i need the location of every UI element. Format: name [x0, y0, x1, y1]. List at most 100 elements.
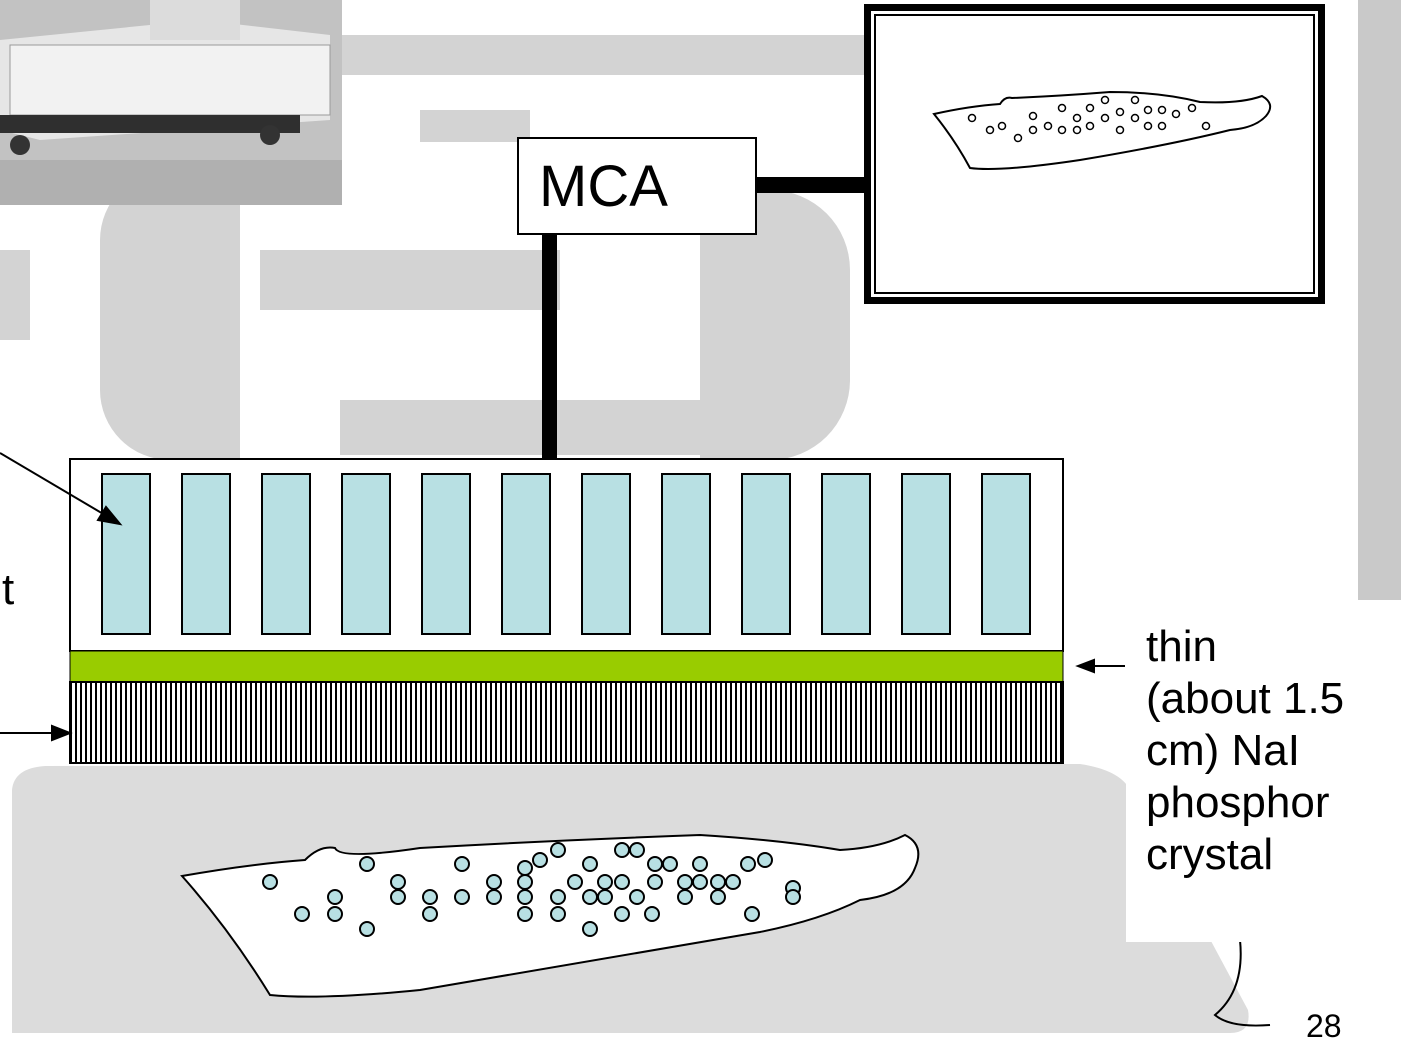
image-dot	[1157, 121, 1167, 131]
watermark-band-top	[340, 35, 900, 75]
image-dot	[1085, 121, 1095, 131]
image-dot	[1100, 113, 1110, 123]
tracer-dot	[359, 856, 375, 872]
photomultiplier-tube	[821, 473, 871, 635]
photomultiplier-tube	[581, 473, 631, 635]
tracer-dot	[744, 906, 760, 922]
watermark-band-2	[420, 110, 530, 142]
image-dot	[997, 121, 1007, 131]
display-monitor	[864, 4, 1325, 304]
photomultiplier-tube	[501, 473, 551, 635]
tracer-dot	[359, 921, 375, 937]
camera-head-housing	[69, 458, 1064, 652]
image-dot	[1201, 121, 1211, 131]
tracer-dot	[550, 889, 566, 905]
tracer-dot	[390, 889, 406, 905]
tracer-dot	[677, 874, 693, 890]
image-dot	[1130, 113, 1140, 123]
photomultiplier-tube	[901, 473, 951, 635]
tracer-dot	[422, 906, 438, 922]
photomultiplier-tube	[421, 473, 471, 635]
tracer-dot	[597, 874, 613, 890]
tracer-dot	[294, 906, 310, 922]
image-dot	[1187, 103, 1197, 113]
caption-background	[1126, 622, 1388, 942]
tracer-dot	[710, 889, 726, 905]
tracer-dot	[629, 889, 645, 905]
tracer-dot	[454, 856, 470, 872]
image-dot	[1130, 95, 1140, 105]
nai-crystal-caption: thin (about 1.5 cm) NaI phosphor crystal	[1146, 622, 1345, 879]
tracer-dot	[582, 856, 598, 872]
tracer-dot	[262, 874, 278, 890]
photomultiplier-tubes	[101, 473, 1031, 635]
photomultiplier-tube	[261, 473, 311, 635]
image-dot	[1115, 125, 1125, 135]
image-dot	[1143, 121, 1153, 131]
photomultiplier-tube	[181, 473, 231, 635]
photomultiplier-tube	[101, 473, 151, 635]
tracer-dot	[550, 906, 566, 922]
tracer-dot	[677, 889, 693, 905]
image-dot	[1057, 103, 1067, 113]
mca-label: MCA	[539, 153, 668, 219]
image-dot	[1157, 105, 1167, 115]
image-dot	[1028, 111, 1038, 121]
mca-box: MCA	[517, 137, 757, 235]
tracer-dot	[517, 906, 533, 922]
tracer-dot	[785, 889, 801, 905]
light-guide	[69, 650, 1064, 683]
organ-tracer-dots	[262, 842, 801, 937]
tracer-dot	[757, 852, 773, 868]
image-dot	[1085, 103, 1095, 113]
tracer-dot	[454, 889, 470, 905]
tracer-dot	[390, 874, 406, 890]
tracer-dot	[644, 906, 660, 922]
tracer-dot	[517, 889, 533, 905]
tracer-dot	[582, 921, 598, 937]
tracer-dot	[597, 889, 613, 905]
image-dot	[1057, 125, 1067, 135]
image-dot	[1072, 125, 1082, 135]
tracer-dot	[567, 874, 583, 890]
tracer-dot	[647, 856, 663, 872]
image-dot	[985, 125, 995, 135]
watermark-arc-right	[700, 190, 850, 460]
tracer-dot	[422, 889, 438, 905]
watermark-arc-mid	[260, 250, 560, 310]
watermark-band-mid	[340, 400, 720, 455]
tracer-dot	[327, 889, 343, 905]
image-dot	[1143, 105, 1153, 115]
image-dot	[1013, 133, 1023, 143]
image-dot	[1100, 95, 1110, 105]
tracer-dot	[740, 856, 756, 872]
tracer-dot	[614, 874, 630, 890]
tracer-dot	[692, 874, 708, 890]
tracer-dot	[517, 874, 533, 890]
tracer-dot	[486, 874, 502, 890]
tracer-dot	[550, 842, 566, 858]
watermark-left-column	[0, 250, 30, 340]
tracer-dot	[692, 856, 708, 872]
tracer-dot	[725, 874, 741, 890]
monitor-screen	[874, 14, 1315, 294]
tracer-dot	[532, 852, 548, 868]
monitor-organ-dots	[967, 95, 1211, 143]
image-dot	[1072, 113, 1082, 123]
tracer-dot	[327, 906, 343, 922]
photomultiplier-tube	[981, 473, 1031, 635]
photomultiplier-tube	[341, 473, 391, 635]
tracer-dot	[582, 889, 598, 905]
image-dot	[1171, 109, 1181, 119]
left-label-fragment: t	[2, 565, 15, 614]
collimator	[69, 681, 1064, 764]
image-dot	[1028, 125, 1038, 135]
arrow-to-light-guide	[1075, 658, 1125, 674]
patient-edge-line	[1213, 939, 1271, 1027]
watermark-arc-left	[100, 170, 240, 460]
image-dot	[1115, 107, 1125, 117]
tracer-dot	[517, 860, 533, 876]
tracer-dot	[629, 842, 645, 858]
